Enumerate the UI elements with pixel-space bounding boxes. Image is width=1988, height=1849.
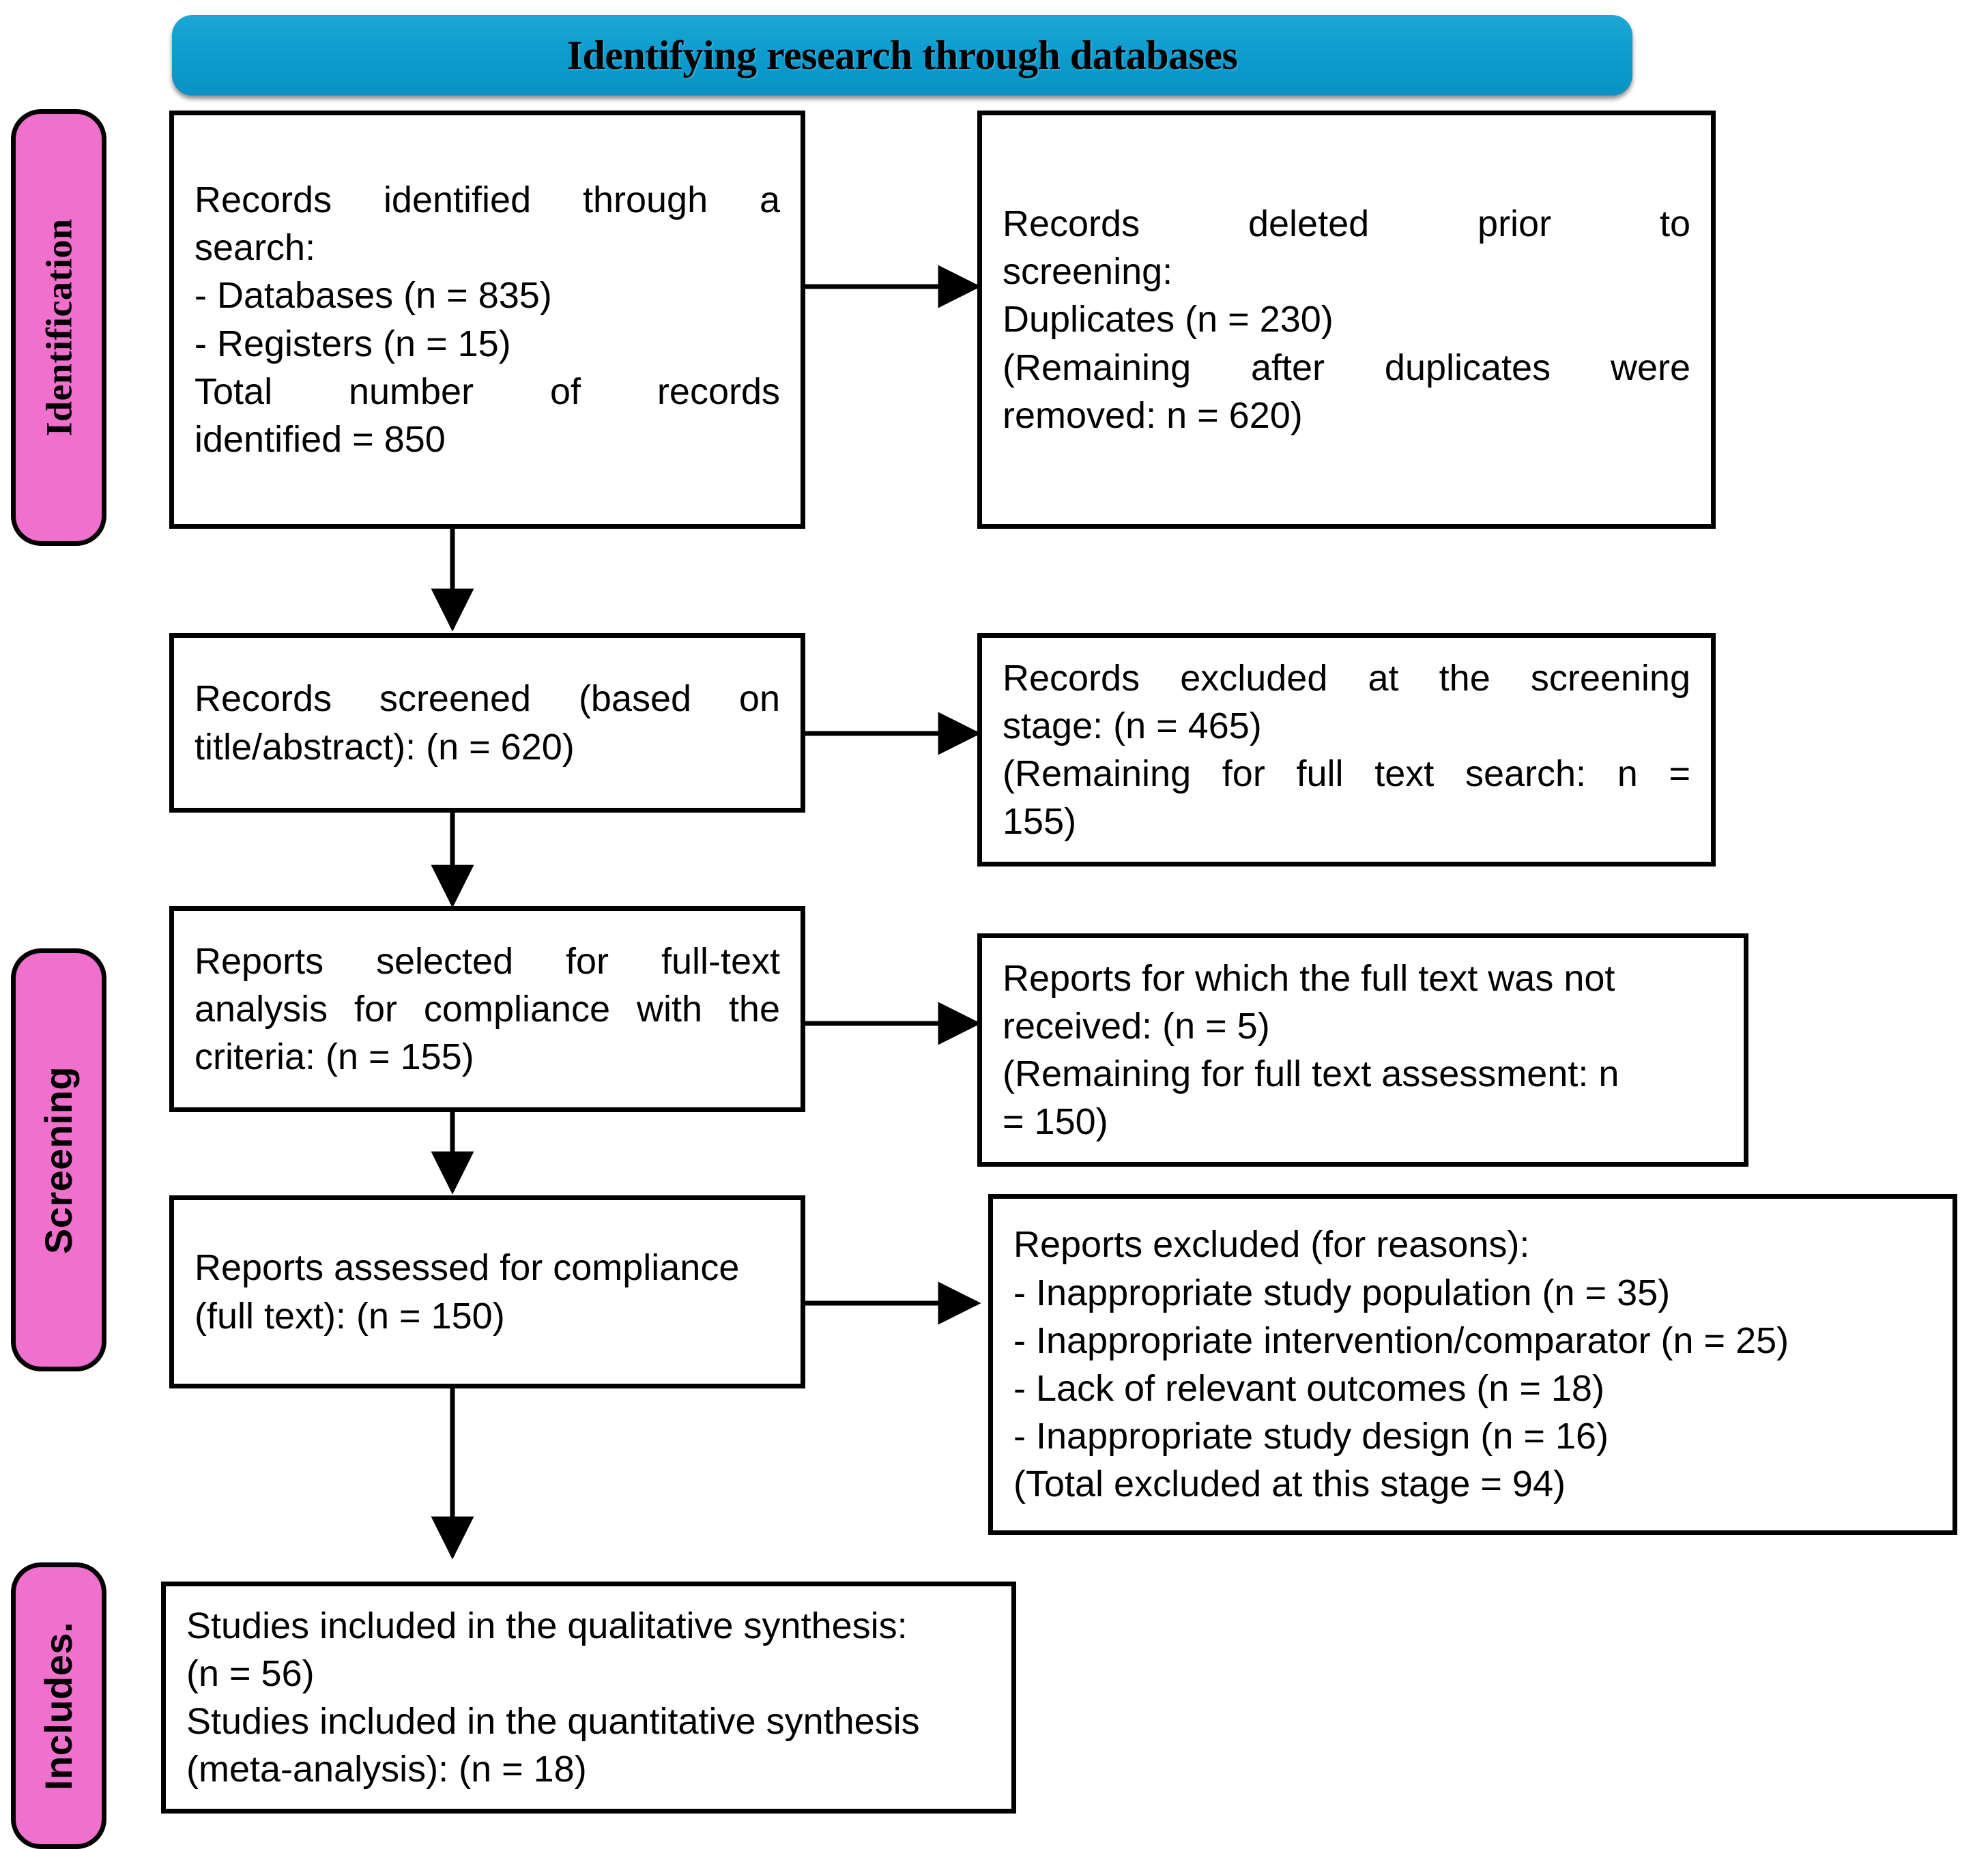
- box-records-deleted-prior: Records deleted prior to screening: Dupl…: [977, 111, 1716, 529]
- stage-label-identification: Identification: [11, 109, 106, 546]
- box-reports-selected-fulltext: Reports selected for full-text analysis …: [169, 906, 805, 1112]
- box-records-excluded-screening: Records excluded at the screening stage:…: [977, 633, 1716, 867]
- box-reports-assessed-text: Reports assessed for compliance (full te…: [195, 1247, 740, 1337]
- diagram-banner: Identifying research through databases: [172, 15, 1632, 96]
- box-studies-included-text: Studies included in the qualitative synt…: [186, 1605, 920, 1790]
- stage-label-screening-text: Screening: [37, 1066, 81, 1254]
- stage-label-screening: Screening: [11, 948, 106, 1371]
- stage-label-includes: Includes.: [11, 1562, 106, 1849]
- box-reports-assessed: Reports assessed for compliance (full te…: [169, 1195, 805, 1388]
- box-records-identified: Records identified through a search: - D…: [169, 111, 805, 529]
- box-reports-excluded-reasons: Reports excluded (for reasons): - Inappr…: [988, 1194, 1957, 1535]
- stage-label-identification-text: Identification: [38, 218, 80, 437]
- box-reports-not-received: Reports for which the full text was not …: [977, 933, 1748, 1167]
- box-records-deleted-prior-text: Records deleted prior to screening: Dupl…: [1003, 203, 1690, 436]
- stage-label-includes-text: Includes.: [37, 1621, 81, 1790]
- box-records-screened: Records screened (based on title/abstrac…: [169, 633, 805, 813]
- box-records-excluded-screening-text: Records excluded at the screening stage:…: [1003, 657, 1690, 843]
- box-records-screened-text: Records screened (based on title/abstrac…: [195, 678, 780, 768]
- box-records-identified-text: Records identified through a search: - D…: [195, 179, 780, 460]
- diagram-banner-title: Identifying research through databases: [566, 32, 1238, 78]
- box-reports-selected-fulltext-text: Reports selected for full-text analysis …: [195, 940, 780, 1078]
- box-reports-not-received-text: Reports for which the full text was not …: [1003, 957, 1619, 1143]
- box-studies-included: Studies included in the qualitative synt…: [161, 1582, 1016, 1814]
- box-reports-excluded-reasons-text: Reports excluded (for reasons): - Inappr…: [1013, 1224, 1789, 1505]
